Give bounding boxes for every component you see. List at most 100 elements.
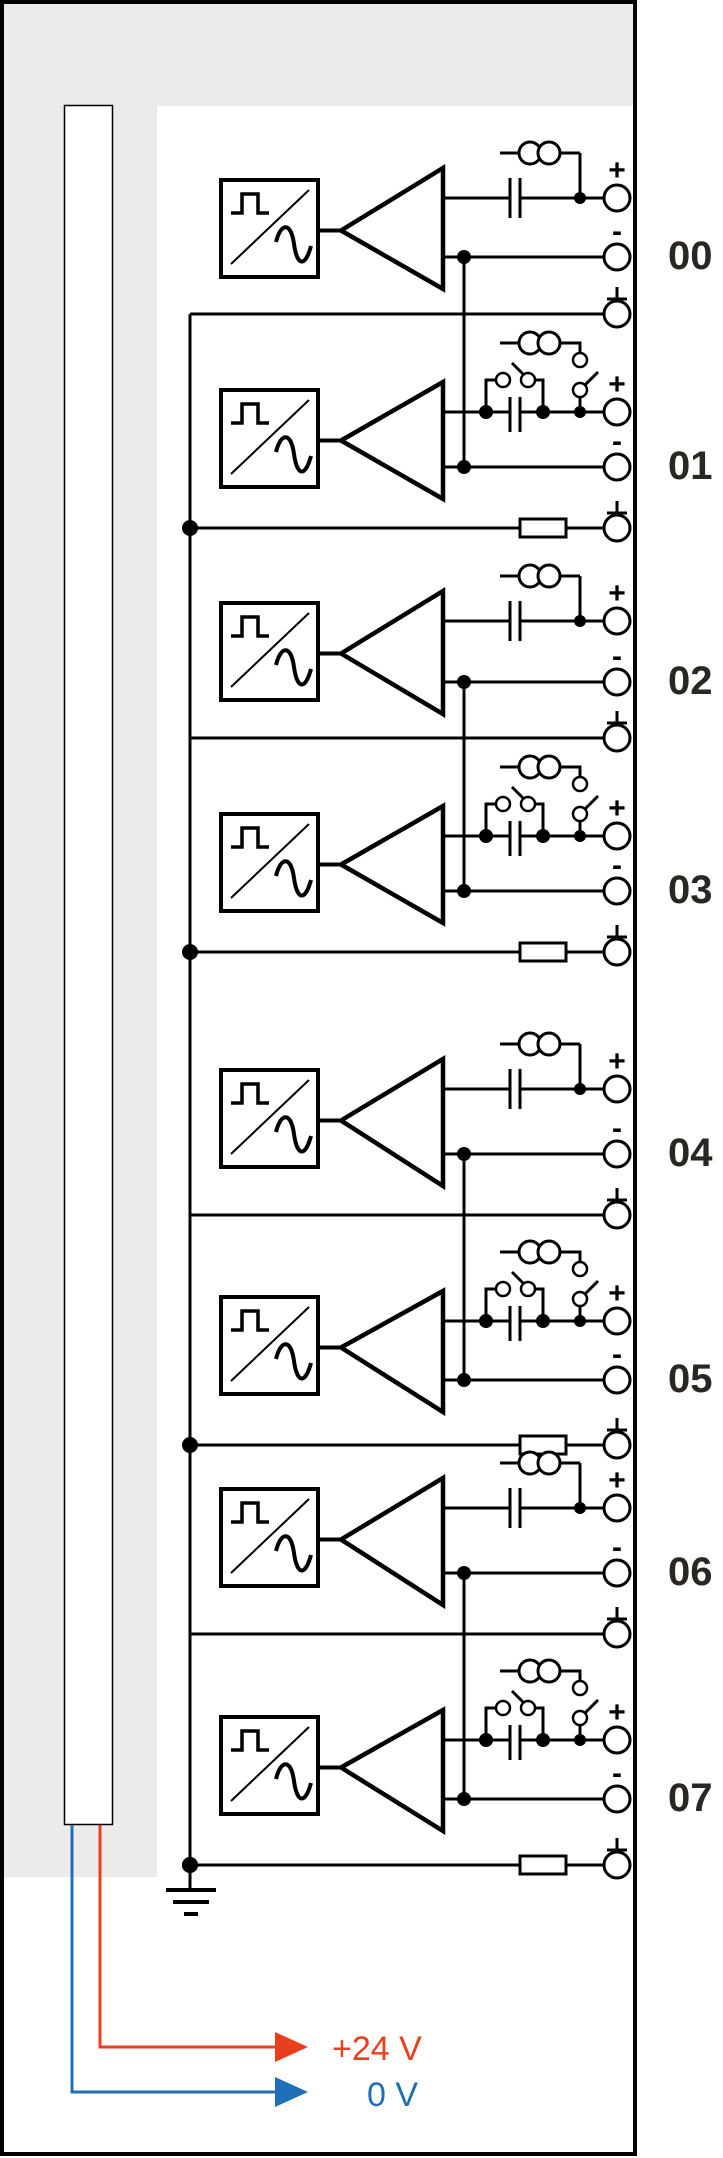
- amplifier-icon: [336, 802, 446, 927]
- terminal-positive: [602, 1493, 632, 1523]
- switch-lever-icon: [583, 794, 600, 811]
- supply-positive-arrow-icon: [275, 2032, 308, 2062]
- junction-dot: [574, 1502, 586, 1514]
- channel-01: +-01: [182, 330, 713, 543]
- terminal-positive-mark: +: [608, 792, 626, 825]
- terminal-negative-mark: -: [612, 640, 622, 673]
- sine-wave-icon: [274, 1762, 313, 1801]
- channel-05: +-05: [182, 1239, 713, 1460]
- current-source-icon: [536, 330, 562, 356]
- resistor-icon: [518, 941, 568, 963]
- current-source-wire: [560, 765, 582, 777]
- supply-zero-wire: [70, 1825, 285, 2094]
- switch-wire: [535, 378, 545, 412]
- supply-positive-label: +24 V: [332, 2030, 422, 2068]
- amplifier-icon: [336, 1287, 446, 1417]
- channel-label: 00: [668, 234, 713, 278]
- current-source-wire: [560, 341, 582, 353]
- terminal-negative: [602, 1139, 632, 1169]
- switch-contact-icon: [494, 1699, 512, 1717]
- switch-contact-icon: [571, 351, 589, 369]
- current-source-icon: [536, 140, 562, 166]
- converter-diagonal: [230, 399, 310, 475]
- converter-diagonal: [230, 1079, 310, 1155]
- amplifier-icon: [336, 1055, 446, 1191]
- terminal-positive: [602, 1725, 632, 1755]
- terminal-ground: [602, 937, 632, 967]
- sine-wave-icon: [274, 435, 313, 474]
- current-source-icon: [536, 1658, 562, 1684]
- pulse-icon: [231, 1729, 269, 1752]
- switch-contact-icon: [571, 381, 589, 399]
- terminal-ground: [602, 513, 632, 543]
- switch-lever-icon: [583, 1279, 600, 1296]
- switch-lever-icon: [510, 785, 525, 800]
- pulse-icon: [231, 615, 269, 638]
- terminal-ground: [602, 299, 632, 329]
- junction-dot: [574, 615, 586, 627]
- pulse-icon: [231, 402, 269, 425]
- switch-contact-icon: [571, 1709, 589, 1727]
- terminal-negative-mark: -: [612, 849, 622, 882]
- converter-diagonal: [230, 1498, 310, 1574]
- terminal-positive-mark: +: [608, 1696, 626, 1729]
- supply-positive-wire: [98, 1825, 285, 2049]
- switch-lever-icon: [510, 1689, 525, 1704]
- switch-lever-icon: [510, 361, 525, 376]
- switch-contact-icon: [494, 371, 512, 389]
- switch-contact-icon: [519, 1699, 537, 1717]
- converter-diagonal: [230, 823, 310, 899]
- sine-wave-icon: [274, 1115, 313, 1154]
- junction-dot: [182, 1857, 198, 1873]
- terminal-negative-mark: -: [612, 1112, 622, 1145]
- channel-label: 04: [668, 1131, 713, 1175]
- supply-zero-label: 0 V: [367, 2076, 418, 2114]
- pulse-icon: [231, 192, 269, 215]
- switch-contact-icon: [519, 1280, 537, 1298]
- channel-label: 07: [668, 1776, 713, 1820]
- switch-lever-icon: [583, 370, 600, 387]
- channel-label: 06: [668, 1550, 713, 1594]
- channel-label: 01: [668, 444, 713, 488]
- channel-03: +-03: [182, 754, 713, 967]
- current-source-icon: [536, 1450, 562, 1476]
- sine-wave-icon: [274, 648, 313, 687]
- switch-wire: [484, 802, 496, 836]
- terminal-negative-mark: -: [612, 1531, 622, 1564]
- switch-contact-icon: [571, 1679, 589, 1697]
- channel-label: 05: [668, 1357, 713, 1401]
- terminal-positive: [602, 606, 632, 636]
- junction-dot: [574, 1083, 586, 1095]
- channel-06: +-06: [190, 1450, 713, 1649]
- switch-contact-icon: [494, 795, 512, 813]
- terminal-positive: [602, 821, 632, 851]
- switch-wire: [484, 378, 496, 412]
- switch-wire: [535, 1706, 545, 1740]
- switch-wire: [484, 1287, 496, 1321]
- switch-wire: [535, 802, 545, 836]
- module-frame: [0, 0, 637, 2156]
- terminal-positive: [602, 397, 632, 427]
- current-source-icon: [536, 1031, 562, 1057]
- resistor-icon: [518, 517, 568, 539]
- sine-wave-icon: [274, 225, 313, 264]
- current-source-icon: [536, 1239, 562, 1265]
- terminal-positive-mark: +: [608, 577, 626, 610]
- terminal-negative: [602, 242, 632, 272]
- terminal-negative: [602, 1365, 632, 1395]
- terminal-negative-mark: -: [612, 1338, 622, 1371]
- terminal-ground: [602, 1200, 632, 1230]
- terminal-positive: [602, 1306, 632, 1336]
- terminal-ground: [602, 1850, 632, 1880]
- earth-ground-icon: [166, 1888, 216, 1916]
- amplifier-icon: [336, 378, 446, 503]
- terminal-negative-mark: -: [612, 425, 622, 458]
- terminal-negative: [602, 1784, 632, 1814]
- pulse-icon: [231, 1309, 269, 1332]
- sine-wave-icon: [274, 1534, 313, 1573]
- switch-contact-icon: [571, 1260, 589, 1278]
- switch-lever-icon: [583, 1698, 600, 1715]
- converter-diagonal: [230, 189, 310, 265]
- channel-00: +-00: [190, 140, 713, 329]
